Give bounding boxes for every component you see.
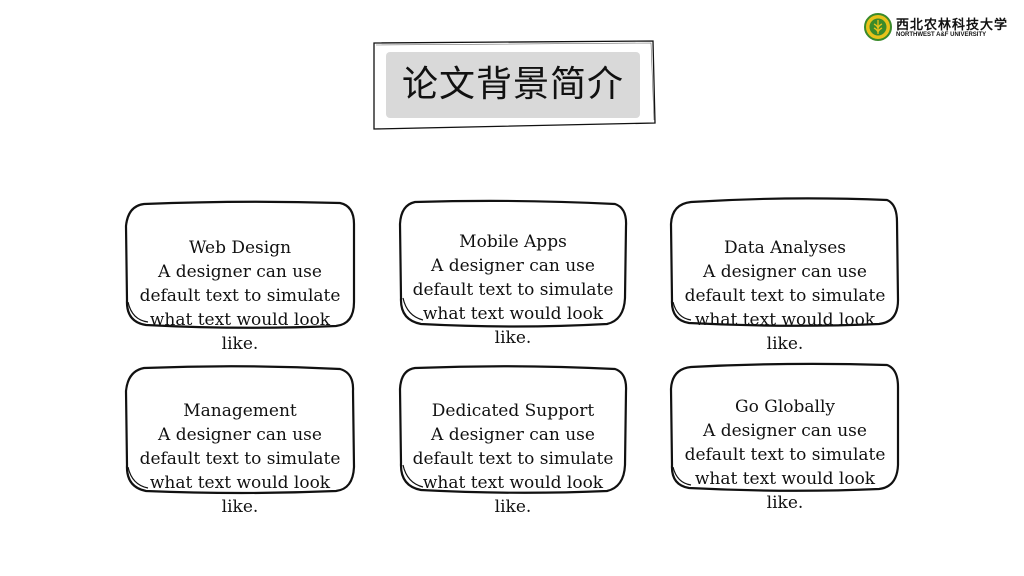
card-body: A designer can use default text to simul…: [684, 421, 886, 513]
title-frame: [373, 40, 656, 130]
logo-name-cn: 西北农林科技大学: [896, 18, 1009, 33]
card-web-design: Web Design A designer can use default te…: [122, 198, 358, 354]
card-body: A designer can use default text to simul…: [139, 425, 341, 517]
card-dedicated-support: Dedicated Support A designer can use def…: [395, 363, 631, 517]
card-management: Management A designer can use default te…: [122, 363, 358, 517]
card-data-analyses: Data Analyses A designer can use default…: [667, 196, 903, 354]
card-body: A designer can use default text to simul…: [412, 256, 614, 348]
card-frame: [398, 365, 628, 494]
title-box: 论文背景简介: [370, 40, 658, 132]
logo-name-en: NORTHWEST A&F UNIVERSITY: [896, 32, 987, 38]
card-body: A designer can use default text to simul…: [412, 425, 614, 517]
card-title: Dedicated Support: [431, 401, 595, 421]
card-title: Mobile Apps: [459, 232, 567, 252]
card-title: Management: [183, 401, 297, 421]
card-title: Go Globally: [735, 397, 835, 417]
page-title: 论文背景简介: [401, 64, 624, 105]
card-body: A designer can use default text to simul…: [684, 262, 886, 354]
card-frame: [669, 362, 900, 492]
card-title: Data Analyses: [723, 238, 847, 258]
university-emblem-icon: [864, 13, 892, 41]
card-go-globally: Go Globally A designer can use default t…: [667, 361, 903, 513]
card-frame: [398, 199, 628, 328]
card-frame: [124, 200, 356, 329]
card-body: A designer can use default text to simul…: [139, 262, 341, 354]
card-mobile-apps: Mobile Apps A designer can use default t…: [395, 198, 631, 348]
card-frame: [124, 365, 356, 495]
card-frame: [669, 197, 900, 327]
university-logo: 西北农林科技大学 NORTHWEST A&F UNIVERSITY: [864, 13, 1014, 45]
card-title: Web Design: [188, 238, 292, 258]
